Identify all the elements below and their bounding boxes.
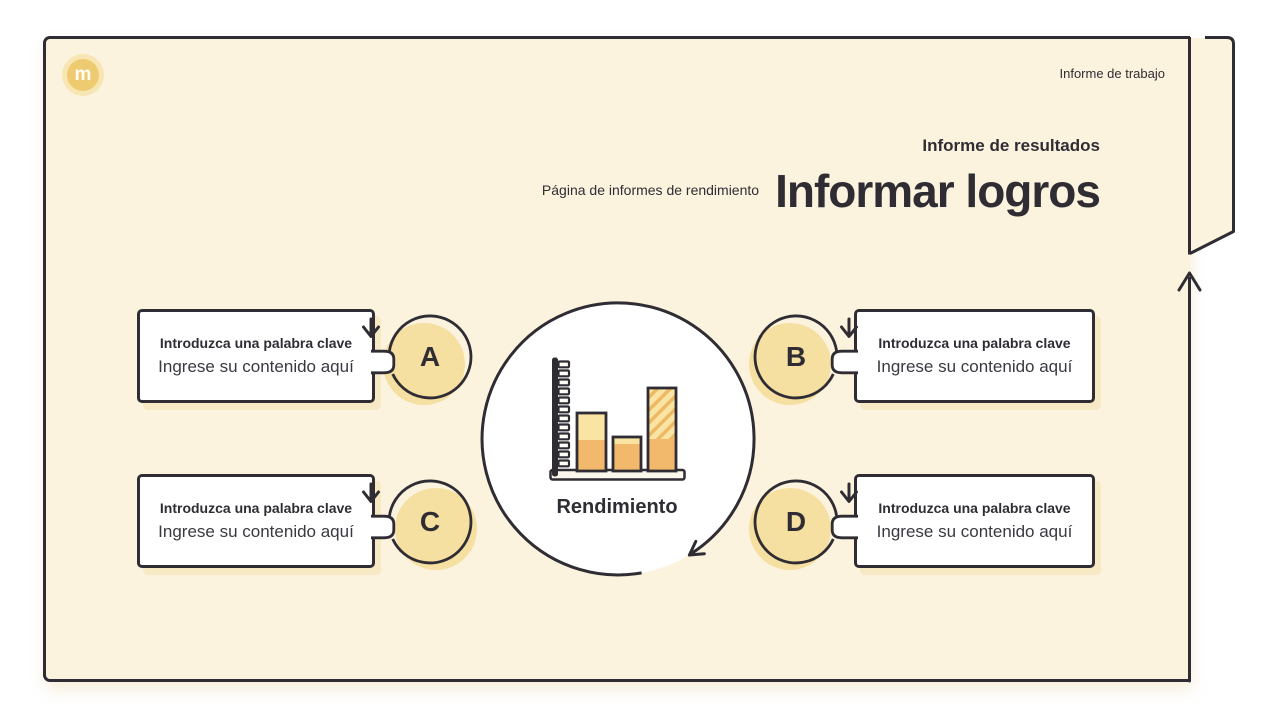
slide-header: Informe de resultados Página de informes… bbox=[541, 136, 1101, 217]
note-box-d[interactable]: Introduzca una palabra clave Ingrese su … bbox=[854, 474, 1095, 568]
content-placeholder-b[interactable]: Ingrese su contenido aquí bbox=[876, 357, 1073, 376]
letter-badge-d[interactable]: D bbox=[785, 506, 807, 537]
keyword-label-b: Introduzca una palabra clave bbox=[878, 335, 1071, 351]
slide-title: Informar logros bbox=[775, 165, 1101, 217]
page-kicker-label: Página de informes de rendimiento bbox=[541, 182, 760, 198]
content-placeholder-a[interactable]: Ingrese su contenido aquí bbox=[158, 357, 354, 376]
title-row: Página de informes de rendimiento Inform… bbox=[541, 165, 1101, 217]
keyword-label-d: Introduzca una palabra clave bbox=[878, 500, 1071, 516]
letter-badge-b[interactable]: B bbox=[785, 341, 807, 372]
note-box-b[interactable]: Introduzca una palabra clave Ingrese su … bbox=[854, 309, 1095, 403]
brand-logo: m bbox=[67, 59, 99, 91]
content-placeholder-c[interactable]: Ingrese su contenido aquí bbox=[158, 522, 354, 541]
letter-badge-c[interactable]: C bbox=[419, 506, 441, 537]
note-box-a[interactable]: Introduzca una palabra clave Ingrese su … bbox=[137, 309, 375, 403]
brand-logo-letter: m bbox=[74, 63, 92, 85]
report-type-label: Informe de resultados bbox=[922, 136, 1100, 155]
bookmark-fold bbox=[1188, 36, 1235, 255]
note-box-c[interactable]: Introduzca una palabra clave Ingrese su … bbox=[137, 474, 375, 568]
keyword-label-c: Introduzca una palabra clave bbox=[159, 500, 353, 516]
letter-badge-a[interactable]: A bbox=[419, 341, 441, 372]
performance-label: Rendimiento bbox=[556, 496, 678, 518]
work-report-tag: Informe de trabajo bbox=[1059, 66, 1165, 81]
content-placeholder-d[interactable]: Ingrese su contenido aquí bbox=[876, 522, 1073, 541]
keyword-label-a: Introduzca una palabra clave bbox=[159, 335, 353, 351]
